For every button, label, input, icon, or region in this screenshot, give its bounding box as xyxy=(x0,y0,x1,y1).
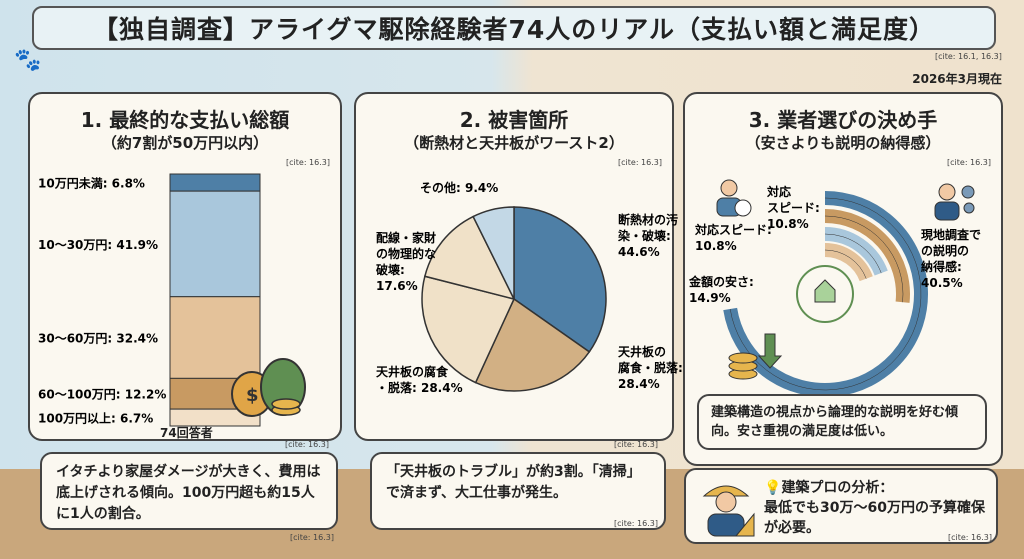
panel1-box-cite: [cite: 16.3] xyxy=(290,533,334,542)
pie-slice xyxy=(513,206,607,353)
radial-bar-label: スピード: xyxy=(767,201,820,215)
pie-slice xyxy=(423,215,516,301)
bar-segment-label: 100万円以上: 6.7% xyxy=(38,411,153,426)
analysis-label: 建築プロの分析： xyxy=(781,480,894,496)
bar-segment xyxy=(169,296,261,379)
panel-damage: 2. 被害箇所 （断熱材と天井板がワースト2） [cite: 16.3] 断熱材… xyxy=(354,92,683,441)
panel-choice: 3. 業者選びの決め手 （安さよりも説明の納得感） [cite: 16.3] 現… xyxy=(683,92,1003,466)
panel1-heading: 1. 最終的な支払い総額 xyxy=(80,108,290,132)
panel1-note: イタチより家屋ダメージが大きく、費用は底上げされる傾向。100万円超も約15人に… xyxy=(40,452,338,530)
bar-segment xyxy=(169,173,261,192)
pie-slice-label: 断熱材の汚 xyxy=(618,212,678,227)
panel2-heading: 2. 被害箇所 xyxy=(459,108,569,132)
title-cite: [cite: 16.1, 16.3] xyxy=(935,52,1002,61)
coins-arrow-icon xyxy=(725,330,785,382)
pie-slice-label: 44.6% xyxy=(618,245,660,259)
architect-icon xyxy=(696,476,756,538)
pie-slice-label: 天井板の xyxy=(618,344,666,359)
pie-slice xyxy=(472,206,515,300)
analysis-text: 最低でも30万〜60万円の予算確保が必要。 xyxy=(764,500,985,536)
bar-segment xyxy=(169,190,261,298)
pie-slice-label: 染・破壊: xyxy=(617,228,671,243)
pie-slice-label: の物理的な xyxy=(376,246,436,261)
paw-icon: 🐾 xyxy=(14,48,42,73)
radial-bar-label: 40.5% xyxy=(921,276,963,290)
radial-bar-label: 金額の安さ: xyxy=(688,274,754,289)
panel3-note-text: 建築構造の視点から論理的な説明を好む傾向。安さ重視の満足度は低い。 xyxy=(711,405,959,439)
panel1-subheading: （約7割が50万円以内） xyxy=(101,134,269,152)
bar-segment-label: 60〜100万円: 12.2% xyxy=(38,388,166,402)
panel1-note-cite: [cite: 16.3] xyxy=(285,440,329,449)
panel3-heading: 3. 業者選びの決め手 xyxy=(748,108,938,132)
panel3-note: 建築構造の視点から論理的な説明を好む傾向。安さ重視の満足度は低い。 xyxy=(697,394,987,450)
panel2-note: 「天井板のトラブル」が約3割。「清掃」で済まず、大工仕事が発生。 xyxy=(370,452,666,530)
bar-segment-label: 10万円未満: 6.8% xyxy=(38,176,145,191)
panel1-note-text: イタチより家屋ダメージが大きく、費用は底上げされる傾向。100万円超も約15人に… xyxy=(56,464,321,522)
pie-slice-label: その他: 9.4% xyxy=(420,180,498,195)
panel2-note-text: 「天井板のトラブル」が約3割。「清掃」で済まず、大工仕事が発生。 xyxy=(386,464,641,501)
panel2-cite: [cite: 16.3] xyxy=(618,158,662,167)
panel3-subheading: （安さよりも説明の納得感） xyxy=(745,134,941,152)
pie-slice-label: 28.4% xyxy=(618,377,660,391)
panel2-subheading: （断熱材と天井板がワースト2） xyxy=(404,134,624,152)
person-gear-icon xyxy=(931,182,977,222)
pie-slice-label: 配線・家財 xyxy=(376,230,436,245)
pie-slice-label: ・脱落: 28.4% xyxy=(376,380,463,395)
radial-bar-outline xyxy=(824,233,882,274)
radial-bar-outline xyxy=(729,197,922,391)
radial-bar-label: 対応 xyxy=(766,184,791,199)
analysis-cite: [cite: 16.3] xyxy=(948,533,992,542)
radial-bar-label: 納得感: xyxy=(921,259,962,274)
pie-slice-label: 天井板の腐食 xyxy=(376,364,449,379)
pie-slice-label: 腐食・脱落: xyxy=(618,360,683,375)
pie-slice-label: 破壊: xyxy=(376,262,405,277)
radial-bar-label: 対応スピード: xyxy=(694,222,772,237)
panel3-cite: [cite: 16.3] xyxy=(947,158,991,167)
house-icon xyxy=(814,279,836,303)
radial-bar-label: 10.8% xyxy=(695,239,737,253)
pie-slice xyxy=(421,275,516,384)
lightbulb-icon: 💡 xyxy=(764,480,782,496)
panel2-box-cite: [cite: 16.3] xyxy=(614,519,658,528)
radial-bar-label: 現地調査で xyxy=(921,227,981,242)
radial-bar-outline xyxy=(824,215,904,303)
respondents-label: 74回答者 xyxy=(160,426,213,440)
radial-bar-label: の説明の xyxy=(921,243,969,258)
radial-bar-label: 14.9% xyxy=(689,291,731,305)
bar-segment-label: 30〜60万円: 32.4% xyxy=(38,332,158,346)
panel2-note-cite: [cite: 16.3] xyxy=(614,440,658,449)
bar-segment-label: 10〜30万円: 41.9% xyxy=(38,238,158,252)
title-text: 【独自調査】アライグマ駆除経験者74人のリアル（支払い額と満足度） xyxy=(92,15,936,44)
date-label: 2026年3月現在 xyxy=(912,72,1002,86)
bar-segment xyxy=(169,408,261,427)
person-clock-icon xyxy=(713,178,753,218)
panel1-cite: [cite: 16.3] xyxy=(286,158,330,167)
page-title: 【独自調査】アライグマ駆除経験者74人のリアル（支払い額と満足度） xyxy=(32,6,996,50)
choice-radial-bar-chart: 現地調査での説明の納得感:40.5%金額の安さ:14.9%対応スピード:10.8… xyxy=(688,184,981,397)
pie-slice-label: 17.6% xyxy=(376,279,418,293)
money-bag-icon: $ xyxy=(228,342,308,422)
panel-payment: 1. 最終的な支払い総額 （約7割が50万円以内） [cite: 16.3] 1… xyxy=(28,92,342,441)
radial-bar-outline xyxy=(824,249,867,279)
analysis-box: 💡建築プロの分析： 最低でも30万〜60万円の予算確保が必要。 xyxy=(684,468,998,544)
svg-text:$: $ xyxy=(246,385,259,406)
payment-stacked-bar-chart: 10万円未満: 6.8% 10〜30万円: 41.9% 30〜60万円: 32.4%… xyxy=(38,173,261,427)
radial-bar-label: 10.8% xyxy=(767,217,809,231)
